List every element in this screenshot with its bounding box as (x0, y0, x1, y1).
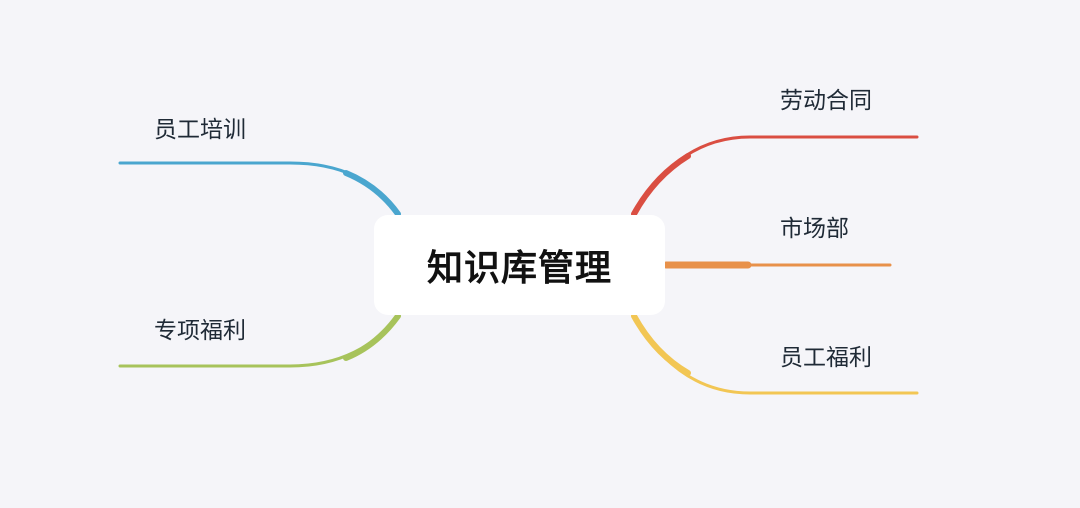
branch-label-left-bottom[interactable]: 专项福利 (154, 318, 246, 344)
branch-line-right-top (632, 135, 919, 216)
branch-line-right-bottom (632, 314, 919, 395)
branch-line-left-top (118, 161, 400, 216)
branch-label-right-top[interactable]: 劳动合同 (780, 88, 872, 114)
branch-label-right-middle[interactable]: 市场部 (780, 216, 849, 242)
branch-line-left-bottom-thick (343, 313, 401, 361)
branch-line-right-top-thick (631, 153, 691, 217)
branch-line-left-top-thick (343, 170, 401, 217)
branch-label-right-bottom[interactable]: 员工福利 (780, 345, 872, 371)
branch-line-right-bottom-thick (631, 313, 691, 376)
center-title: 知识库管理 (426, 248, 612, 289)
center-node[interactable]: 知识库管理 (374, 215, 665, 315)
branch-label-left-top[interactable]: 员工培训 (154, 117, 246, 143)
